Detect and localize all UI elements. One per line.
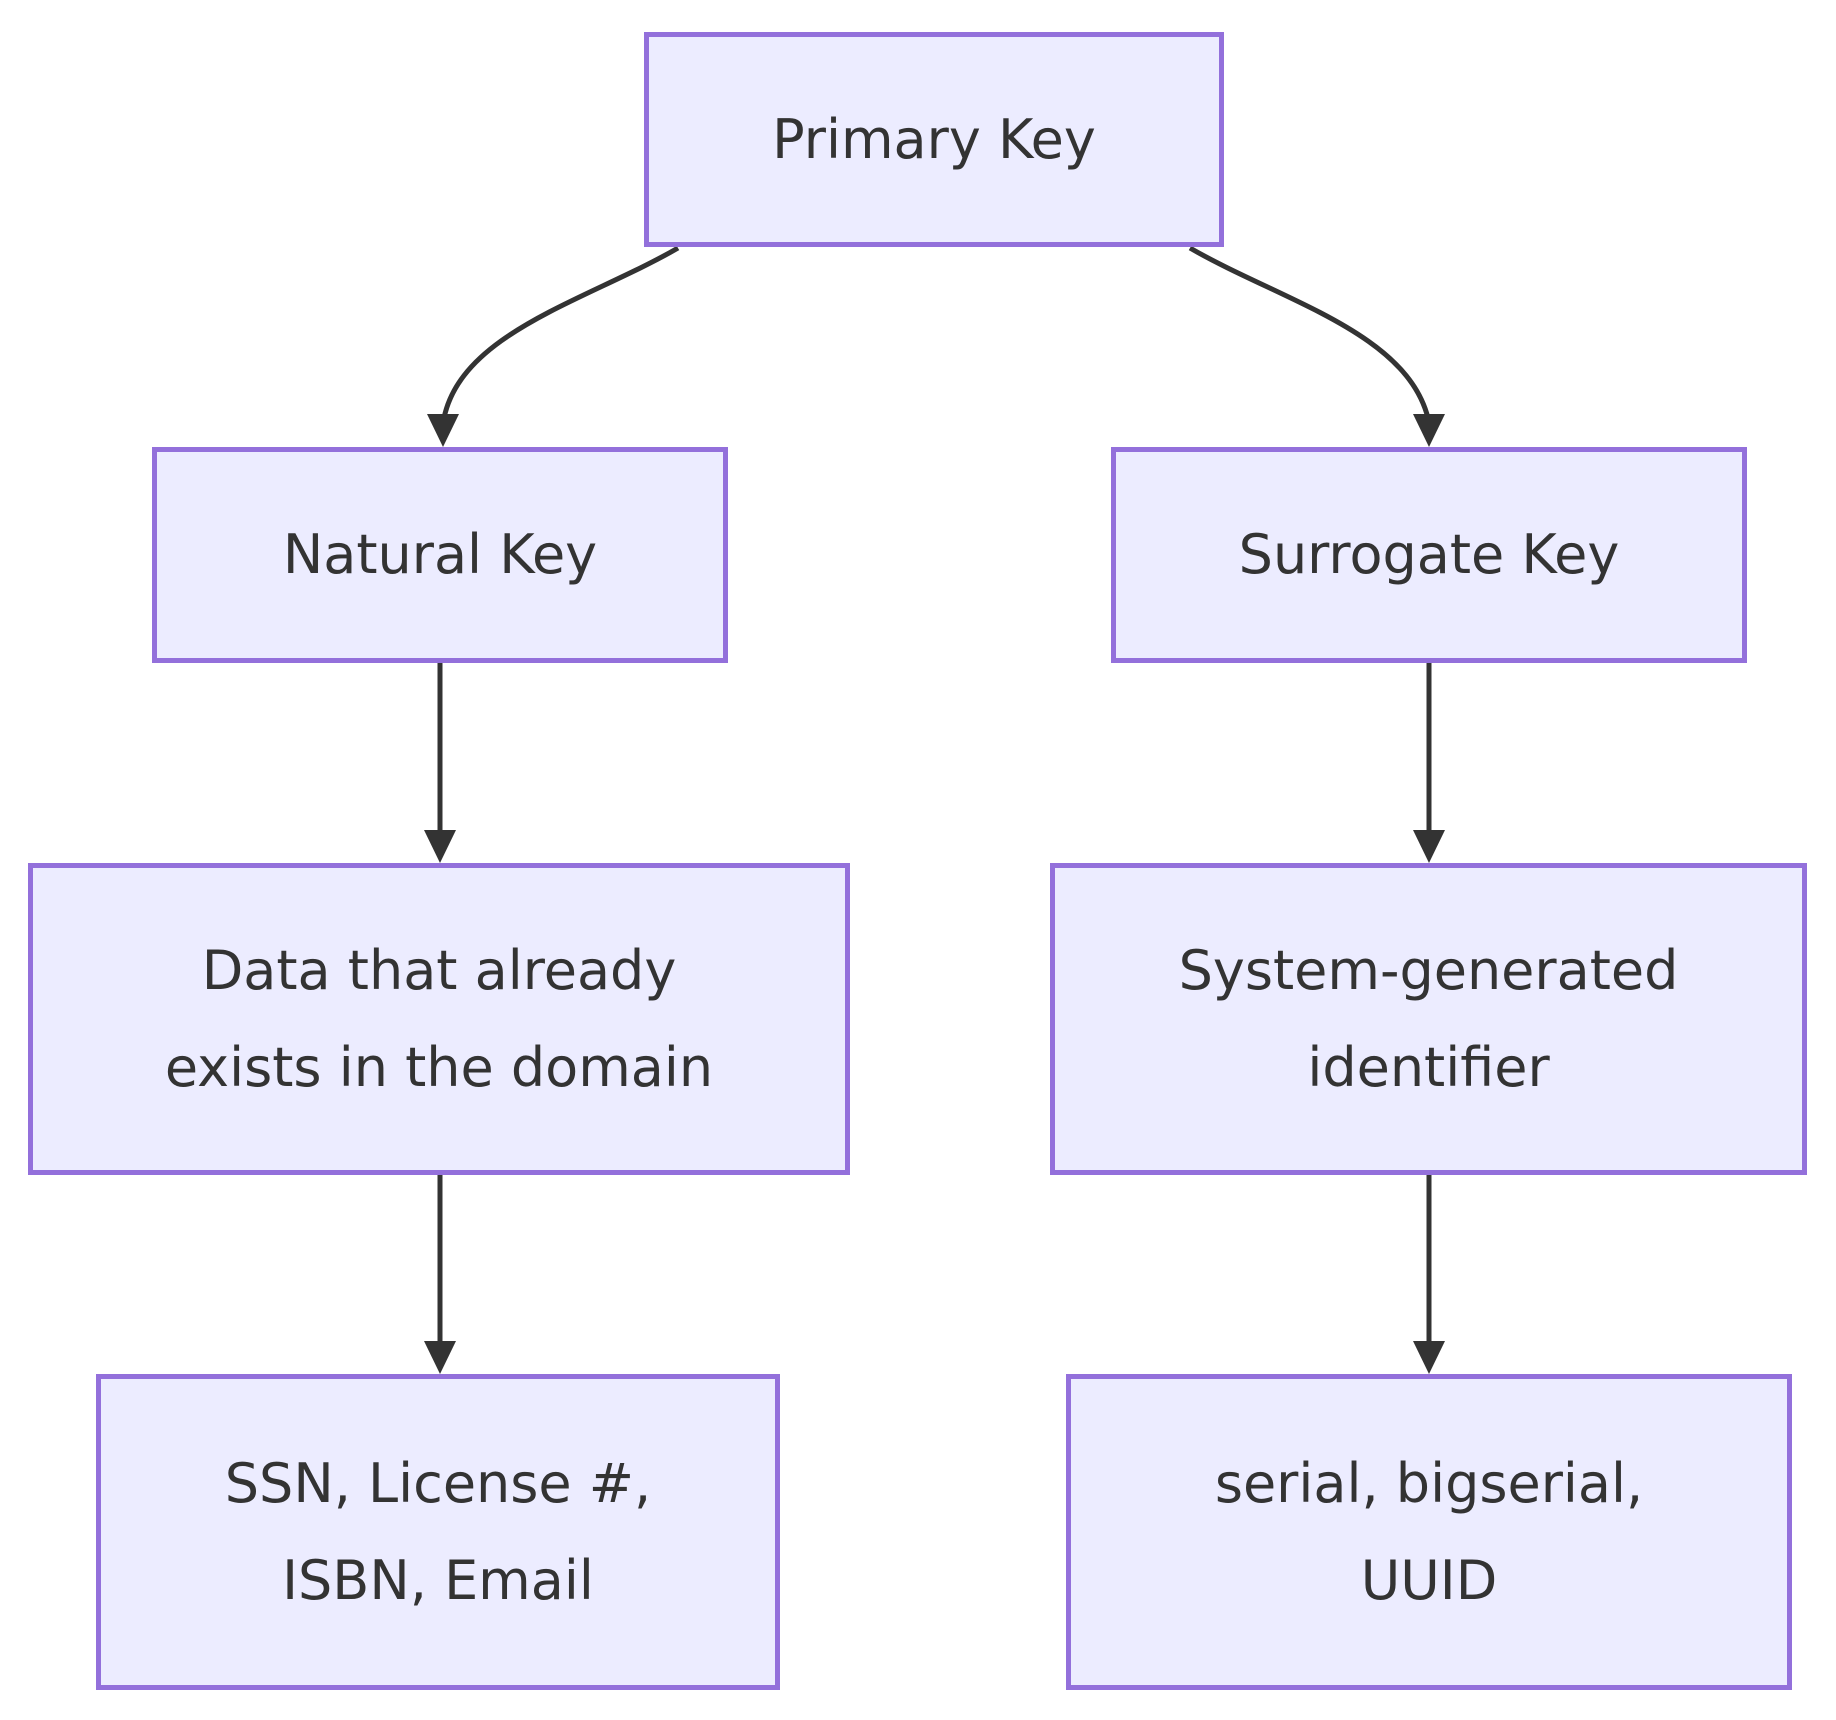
node-surrogate-key-description-line2: identifier bbox=[1307, 1036, 1550, 1099]
node-natural-key-description: Data that already exists in the domain bbox=[28, 863, 850, 1175]
arrowhead-natural-desc bbox=[424, 830, 456, 863]
node-surrogate-key: Surrogate Key bbox=[1111, 447, 1747, 663]
node-surrogate-key-examples: serial, bigserial, UUID bbox=[1066, 1374, 1792, 1690]
node-primary-key: Primary Key bbox=[644, 32, 1224, 247]
arrowhead-surrogate bbox=[1413, 414, 1445, 447]
node-natural-key-examples-line1: SSN, License #, bbox=[224, 1451, 652, 1515]
arrowhead-surrogate-examples bbox=[1413, 1341, 1445, 1374]
node-surrogate-key-label: Surrogate Key bbox=[1238, 523, 1620, 587]
node-surrogate-key-description: System-generated identifier bbox=[1050, 863, 1807, 1175]
edge-primary-to-surrogate bbox=[1188, 245, 1431, 419]
node-surrogate-key-description-line1: System-generated bbox=[1178, 938, 1679, 1002]
node-surrogate-key-examples-line1: serial, bigserial, bbox=[1214, 1451, 1644, 1515]
node-natural-key-description-line2: exists in the domain bbox=[164, 1036, 714, 1099]
node-natural-key: Natural Key bbox=[152, 447, 728, 663]
node-natural-key-examples: SSN, License #, ISBN, Email bbox=[96, 1374, 780, 1690]
node-natural-key-examples-line2: ISBN, Email bbox=[282, 1549, 594, 1612]
node-surrogate-key-examples-line2: UUID bbox=[1360, 1549, 1498, 1612]
node-natural-key-description-line1: Data that already bbox=[201, 938, 677, 1002]
edge-primary-to-natural bbox=[441, 245, 680, 419]
node-natural-key-label: Natural Key bbox=[282, 523, 598, 587]
node-primary-key-label: Primary Key bbox=[772, 107, 1096, 171]
arrowhead-surrogate-desc bbox=[1413, 830, 1445, 863]
arrowhead-natural bbox=[427, 414, 459, 447]
arrowhead-natural-examples bbox=[424, 1341, 456, 1374]
